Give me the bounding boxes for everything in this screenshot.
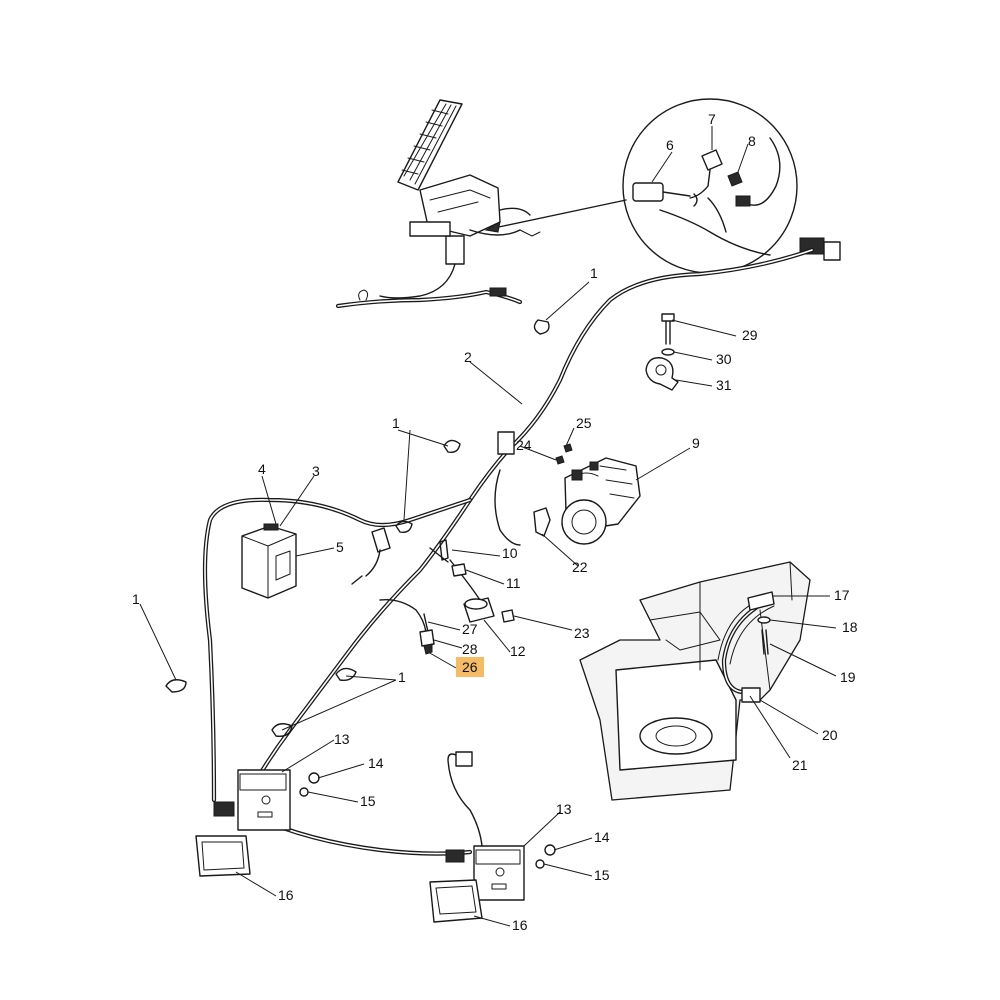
washer-15-left	[299, 787, 309, 797]
callout-19: 19	[840, 669, 856, 685]
bolt-washer-clamp	[645, 313, 679, 391]
callout-labels: 1 1 1 1 2 3 4 5 6 7 8 9 10 11 12 13 13 1…	[132, 111, 858, 933]
wire-27	[423, 613, 429, 633]
callout-25: 25	[576, 415, 592, 431]
lamp-connector-right	[455, 751, 473, 767]
switch-26	[423, 643, 433, 655]
callout-12: 12	[510, 643, 526, 659]
nut-14-left	[308, 772, 320, 784]
callout-18: 18	[842, 619, 858, 635]
callout-23: 23	[574, 625, 590, 641]
clip-1-right-a	[335, 667, 357, 682]
lamp-assembly-left	[195, 769, 291, 877]
bolt-19	[761, 629, 769, 655]
bolt-11	[451, 563, 467, 577]
switch-7	[701, 149, 723, 171]
clip-10	[439, 539, 449, 561]
callout-1-mid: 1	[392, 415, 400, 431]
rear-frame	[579, 561, 811, 801]
washer-18	[757, 616, 771, 624]
callout-13-right: 13	[556, 801, 572, 817]
callout-27: 27	[462, 621, 478, 637]
sensor-22	[533, 507, 551, 537]
leader-lines	[139, 126, 837, 927]
callout-6: 6	[666, 137, 674, 153]
relay-box-5	[241, 523, 297, 599]
callout-16-left: 16	[278, 887, 294, 903]
clip-1-top	[533, 319, 550, 335]
callout-16-right: 16	[512, 917, 528, 933]
clip-1-lower	[395, 520, 413, 534]
clip-1-mid	[443, 439, 461, 454]
callout-30: 30	[716, 351, 732, 367]
steering-valve-assembly	[379, 99, 541, 299]
callout-1-right: 1	[398, 669, 406, 685]
fitting-8	[727, 171, 743, 187]
callout-22: 22	[572, 559, 588, 575]
harness-junction	[497, 431, 515, 455]
callout-31: 31	[716, 377, 732, 393]
clamp-17	[747, 591, 775, 611]
nut-14-right	[544, 844, 556, 856]
callout-1-left: 1	[132, 591, 140, 607]
callout-13-left: 13	[334, 731, 350, 747]
callout-15-left: 15	[360, 793, 376, 809]
callout-15-right: 15	[594, 867, 610, 883]
callout-4: 4	[258, 461, 266, 477]
highlight-26	[456, 657, 484, 677]
callout-11: 11	[506, 575, 521, 591]
callout-3: 3	[312, 463, 320, 479]
lamp-connector-left	[213, 801, 235, 817]
callout-1-top: 1	[590, 265, 598, 281]
callout-26: 26	[462, 659, 478, 675]
sensor-6	[632, 182, 664, 202]
callout-5: 5	[336, 539, 344, 555]
lamp-assembly-right	[429, 751, 525, 923]
top-connector	[489, 287, 507, 297]
callout-21: 21	[792, 757, 808, 773]
callout-2: 2	[464, 349, 472, 365]
starter-motor-9	[561, 457, 641, 545]
clip-1-left	[165, 679, 187, 693]
switch-28	[419, 629, 435, 647]
callout-10: 10	[502, 545, 518, 561]
callout-8: 8	[748, 133, 756, 149]
lamp-16-left	[195, 835, 251, 877]
callout-9: 9	[692, 435, 700, 451]
connector-20	[741, 687, 761, 703]
callout-14-left: 14	[368, 755, 384, 771]
callout-24: 24	[516, 437, 532, 453]
nut-25	[563, 443, 573, 453]
callout-28: 28	[462, 641, 478, 657]
callout-29: 29	[742, 327, 758, 343]
callout-20: 20	[822, 727, 838, 743]
detail-arrow	[493, 199, 627, 229]
callout-7: 7	[708, 111, 716, 127]
bolt-23	[501, 609, 515, 623]
callout-14-right: 14	[594, 829, 610, 845]
callout-17: 17	[834, 587, 850, 603]
washer-15-right	[535, 859, 545, 869]
nut-24	[555, 455, 565, 465]
